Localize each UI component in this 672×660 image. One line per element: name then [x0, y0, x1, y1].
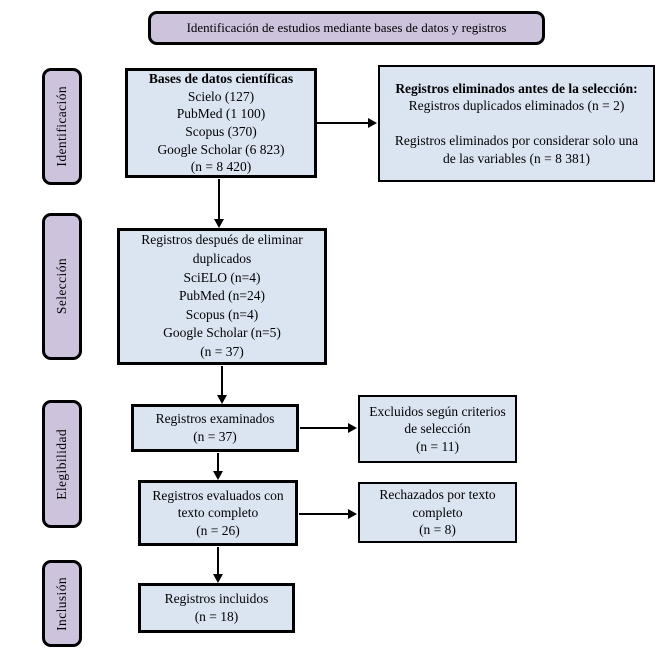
- stage-inclusion: Inclusión: [42, 560, 82, 647]
- box-title: Registros después de eliminar duplicados: [141, 232, 303, 266]
- arrow-right-icon: [300, 423, 357, 433]
- box-databases: Bases de datos científicas Scielo (127) …: [125, 68, 317, 178]
- box-included: Registros incluidos (n = 18): [138, 583, 295, 633]
- total-count: (n = 26): [196, 522, 240, 538]
- database-count: Scielo (127): [187, 88, 255, 104]
- title-banner: Identificación de estudios mediante base…: [148, 11, 545, 45]
- box-title: Excluidos según criterios de selección: [369, 403, 506, 437]
- database-count: SciELO (n=4): [183, 269, 261, 285]
- box-title: Bases de datos científicas: [148, 71, 294, 87]
- stage-label: Identificación: [54, 86, 69, 167]
- database-count: PubMed (1 100): [176, 106, 266, 122]
- box-title: Registros examinados: [155, 411, 275, 427]
- stage-label: Inclusión: [54, 576, 69, 631]
- database-count: Google Scholar (n=5): [163, 325, 281, 341]
- total-count: (n = 18): [194, 609, 239, 624]
- total-count: (n = 8 420): [190, 159, 252, 175]
- arrow-down-icon: [213, 453, 223, 480]
- box-title: Registros evaluados con texto completo: [152, 487, 284, 521]
- removed-one-variable: Registros eliminados por considerar solo…: [394, 133, 639, 166]
- box-title: Registros eliminados antes de la selecci…: [395, 80, 638, 96]
- box-title: Registros incluidos: [164, 591, 269, 607]
- database-count: Google Scholar (6 823): [157, 141, 285, 157]
- arrow-right-icon: [317, 118, 377, 128]
- box-screened: Registros examinados (n = 37): [131, 404, 299, 452]
- diagram-title: Identificación de estudios mediante base…: [186, 19, 507, 35]
- total-count: (n = 37): [193, 429, 237, 444]
- box-title: Rechazados por texto completo: [379, 487, 496, 520]
- box-excluded-selection: Excluidos según criterios de selección (…: [358, 395, 517, 463]
- total-count: (n = 37): [200, 344, 244, 360]
- stage-label: Elegibilidad: [54, 428, 69, 500]
- database-count: Scopus (370): [185, 124, 257, 139]
- database-count: PubMed (n=24): [179, 288, 265, 304]
- database-count: Scopus (n=4): [185, 306, 259, 322]
- box-after-duplicates: Registros después de eliminar duplicados…: [117, 228, 327, 365]
- stage-label: Selección: [54, 258, 69, 315]
- arrow-down-icon: [213, 547, 223, 583]
- stage-identification: Identificación: [42, 68, 82, 185]
- arrow-right-icon: [299, 509, 357, 519]
- arrow-down-icon: [214, 179, 224, 228]
- box-fulltext-assessed: Registros evaluados con texto completo (…: [138, 480, 298, 546]
- box-fulltext-rejected: Rechazados por texto completo (n = 8): [358, 482, 517, 543]
- total-count: (n = 11): [415, 438, 460, 454]
- arrow-down-icon: [217, 366, 227, 404]
- duplicates-removed: Registros duplicados eliminados (n = 2): [408, 98, 625, 114]
- box-removed-before-selection: Registros eliminados antes de la selecci…: [378, 65, 655, 182]
- stage-selection: Selección: [42, 213, 82, 360]
- stage-eligibility: Elegibilidad: [42, 400, 82, 528]
- total-count: (n = 8): [419, 522, 456, 538]
